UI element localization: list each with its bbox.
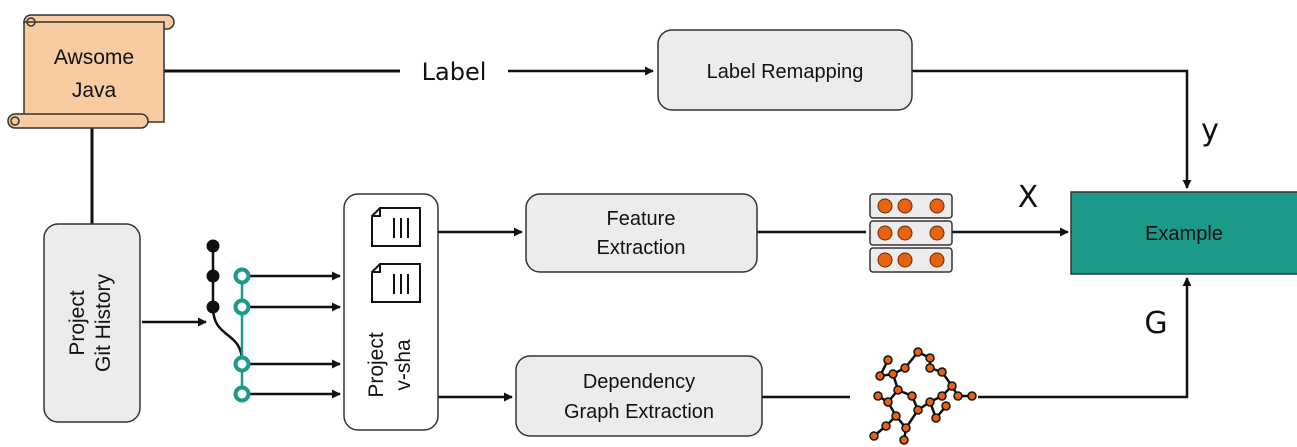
source-scroll: Awsome Java (7, 14, 175, 129)
snapshot-box: Project v-sha (343, 193, 439, 431)
source-label-line2: Java (72, 79, 117, 102)
label-remapping-box: Label Remapping (657, 29, 913, 111)
connectors (90, 66, 1192, 402)
dependency-extraction-line2: Graph Extraction (564, 401, 714, 423)
edge-g-label: G (1144, 306, 1167, 341)
file-icon (371, 207, 421, 247)
snapshot-line1: Project (365, 332, 388, 398)
edge-graph-to-example (978, 277, 1192, 399)
file-icon (371, 263, 421, 303)
feature-extraction-line2: Extraction (597, 237, 686, 259)
example-box: Example (1070, 191, 1297, 275)
edge-x-label: X (1018, 180, 1039, 215)
scroll-icon (7, 14, 175, 129)
source-label-line1: Awsome (54, 46, 134, 69)
edge-y-label: y (1201, 113, 1219, 148)
git-commit-graph-icon (206, 239, 251, 403)
dependency-extraction-box: Dependency Graph Extraction (515, 355, 763, 437)
label-remapping-text: Label Remapping (707, 61, 864, 83)
git-history-line2: Git History (92, 274, 115, 373)
feature-extraction-line1: Feature (607, 208, 676, 230)
example-text: Example (1145, 223, 1223, 245)
edge-remapping-to-example (912, 69, 1192, 189)
git-history-box: Project Git History (43, 223, 141, 423)
feature-extraction-box: Feature Extraction (525, 193, 758, 273)
dependency-extraction-line1: Dependency (583, 371, 695, 393)
git-history-line1: Project (66, 290, 89, 356)
edge-label-text: Label (422, 58, 487, 86)
feature-matrix-icon (869, 193, 953, 273)
graph-icon (869, 347, 977, 445)
snapshot-line2: v-sha (392, 339, 415, 391)
